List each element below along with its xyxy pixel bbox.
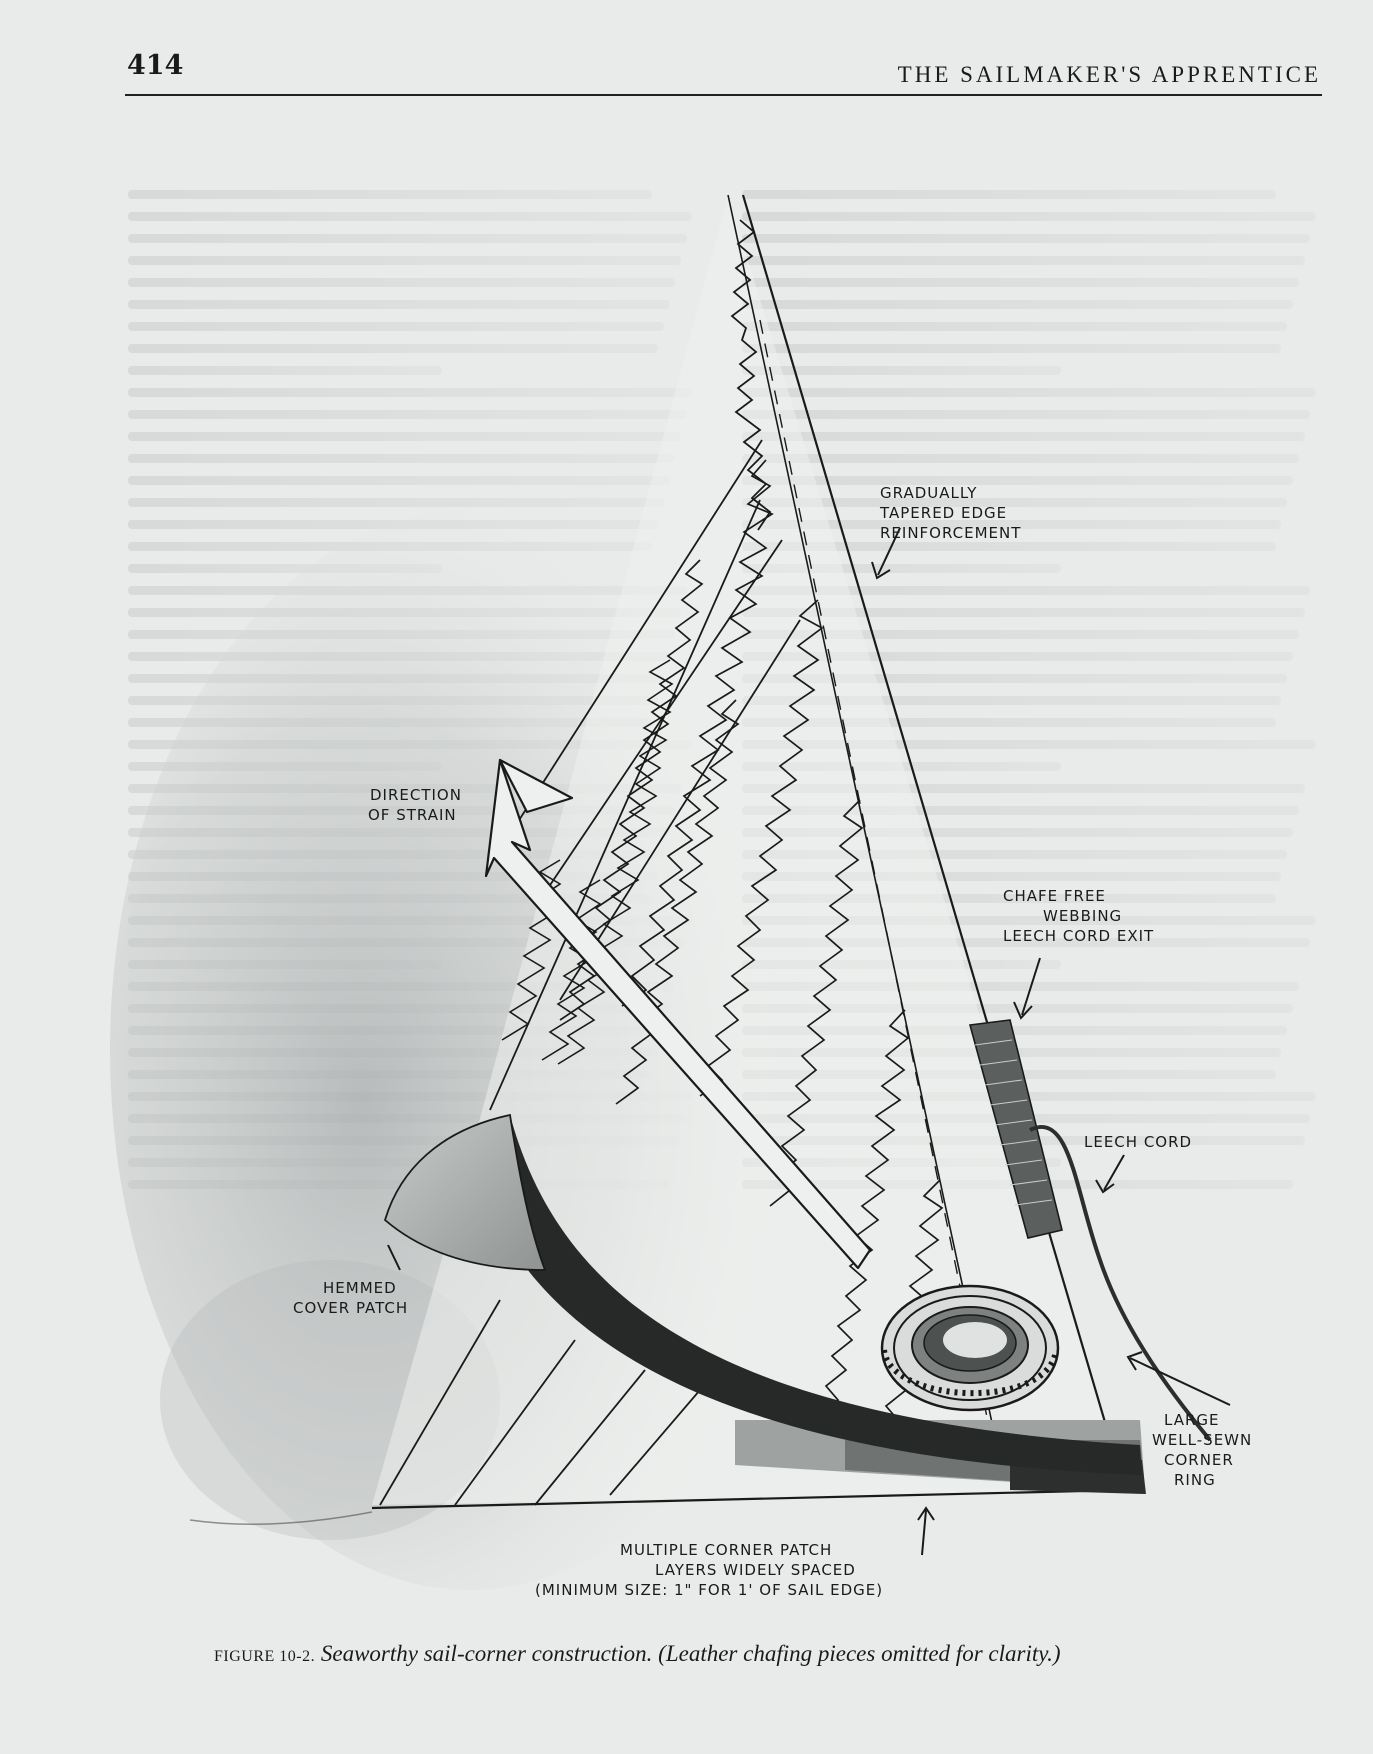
patch-edge-2: [539, 539, 783, 901]
patch-edge-3: [559, 619, 801, 1001]
bleed-line: [742, 938, 1311, 947]
wash-edge: [189, 1511, 373, 1525]
bleed-line: [742, 454, 1299, 463]
bleed-line: [742, 234, 1311, 243]
panel-seam-1: [489, 499, 761, 1111]
label-webbing: CHAFE FREE WEBBING LEECH CORD EXIT: [1003, 887, 1155, 945]
bleed-line: [742, 674, 1288, 683]
hemmed-cover-patch-fold: [383, 1113, 547, 1271]
bleed-line: [742, 278, 1299, 287]
bleed-line: [742, 256, 1305, 265]
bleed-line: [128, 388, 693, 397]
chafe-free-webbing: [968, 1019, 1063, 1239]
bleed-line: [128, 366, 442, 375]
bleed-line: [742, 366, 1061, 375]
bleed-line: [742, 740, 1317, 749]
bleed-line: [742, 872, 1282, 881]
bleed-line: [742, 630, 1299, 639]
header-rule: [125, 94, 1322, 96]
label-tapered-edge: GRADUALLY TAPERED EDGE REINFORCEMENT: [880, 484, 1022, 542]
bleed-line: [742, 916, 1317, 925]
bleed-line: [742, 608, 1305, 617]
bleed-line: [128, 454, 676, 463]
tabling-line: [727, 194, 1001, 1461]
leech-cord: [1029, 1125, 1212, 1442]
bleed-line: [128, 410, 687, 419]
bleed-line: [128, 212, 693, 221]
figure-number: FIGURE 10-2.: [214, 1648, 316, 1665]
figure-caption-text: Seaworthy sail-corner construction. (Lea…: [320, 1641, 1061, 1666]
bleed-line: [742, 322, 1288, 331]
page-number: 414: [127, 50, 184, 81]
hemmed-cover-patch-roll: [470, 1115, 1142, 1475]
leech-edge: [741, 194, 1127, 1491]
figure-caption: FIGURE 10-2. Seaworthy sail-corner const…: [214, 1638, 1164, 1672]
corner-ring: [880, 1284, 1060, 1412]
bleed-line: [128, 344, 659, 353]
bleed-line: [742, 696, 1282, 705]
bleed-line: [742, 784, 1305, 793]
panel-seam-5: [609, 1389, 701, 1496]
bleed-line: [128, 256, 681, 265]
bleed-line: [742, 982, 1299, 991]
bleed-line: [742, 520, 1282, 529]
bleed-line: [128, 322, 664, 331]
bleed-line: [128, 278, 676, 287]
bleed-line: [128, 564, 442, 573]
bleed-line: [742, 190, 1276, 199]
bleed-line: [742, 542, 1276, 551]
label-direction-of-strain: DIRECTION OF STRAIN: [368, 786, 462, 824]
bleed-line: [742, 212, 1317, 221]
bleed-line: [742, 498, 1288, 507]
label-patch-layers: MULTIPLE CORNER PATCH LAYERS WIDELY SPAC…: [535, 1541, 884, 1599]
panel-seam-4: [534, 1369, 646, 1506]
bleed-line: [128, 190, 653, 199]
bleed-line: [128, 498, 664, 507]
running-head: THE SAILMAKER'S APPRENTICE: [897, 62, 1321, 87]
bleed-line: [742, 432, 1305, 441]
wide-zigzag-bands: [501, 659, 674, 1065]
bleed-line: [742, 894, 1276, 903]
bleed-line: [128, 476, 670, 485]
bleed-line: [128, 300, 670, 309]
panel-seam-2: [379, 1299, 501, 1506]
bleed-line: [742, 476, 1293, 485]
label-leaders: [387, 527, 1231, 1556]
bleed-line: [128, 432, 681, 441]
bleed-line: [742, 828, 1293, 837]
bleed-line: [742, 652, 1293, 661]
bleed-line: [742, 1026, 1288, 1035]
bleed-line: [742, 410, 1311, 419]
patch-edge-1: [499, 439, 763, 851]
bleed-line: [742, 718, 1276, 727]
bleed-line: [742, 564, 1061, 573]
bleed-line: [742, 300, 1293, 309]
bleed-line: [742, 586, 1311, 595]
bleed-line: [742, 344, 1282, 353]
bleed-line: [742, 850, 1288, 859]
zigzag-reinforcement-head: [730, 219, 772, 531]
strain-arrow: [484, 758, 872, 1270]
label-corner-ring: LARGE WELL-SEWN CORNER RING: [1152, 1411, 1253, 1489]
panel-seam-3: [454, 1339, 576, 1506]
bleed-line: [128, 234, 687, 243]
label-cover-patch: HEMMED COVER PATCH: [293, 1279, 409, 1317]
foot-edge: [371, 1488, 1126, 1510]
bleed-line: [742, 388, 1317, 397]
bleed-line: [742, 806, 1299, 815]
label-leech-cord: LEECH CORD: [1084, 1133, 1193, 1151]
